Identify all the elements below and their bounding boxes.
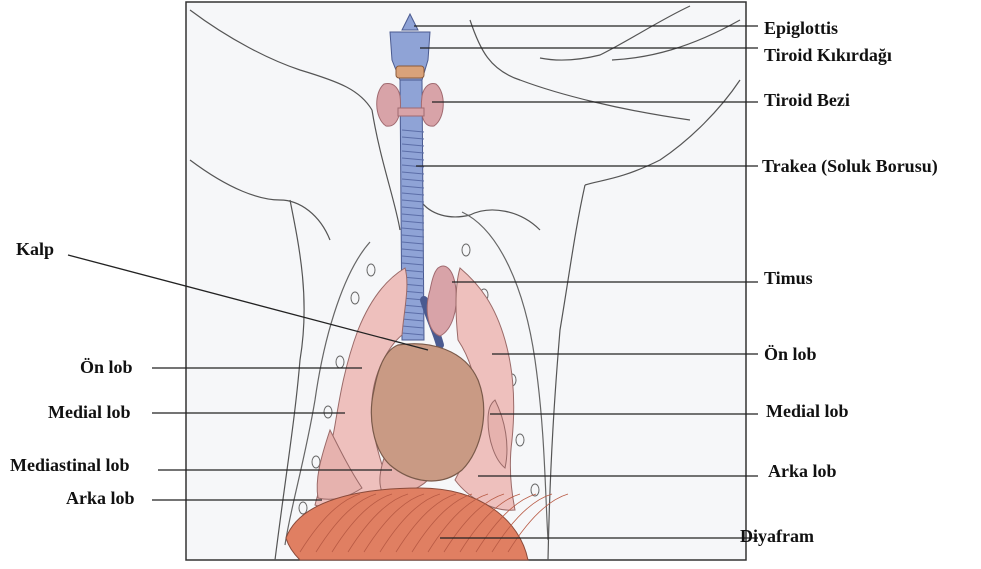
label-medial-lob-left: Medial lob	[48, 402, 131, 422]
label-medial-lob-right: Medial lob	[766, 401, 849, 421]
label-mediastinal-lob: Mediastinal lob	[10, 455, 130, 475]
label-diyafram: Diyafram	[740, 526, 814, 546]
label-on-lob-left: Ön lob	[80, 357, 133, 377]
label-on-lob-right: Ön lob	[764, 344, 817, 364]
label-arka-lob-right: Arka lob	[768, 461, 837, 481]
label-timus: Timus	[764, 268, 813, 288]
label-kalp: Kalp	[16, 239, 54, 259]
label-epiglottis: Epiglottis	[764, 18, 838, 38]
label-arka-lob-left: Arka lob	[66, 488, 135, 508]
label-tiroid-bezi: Tiroid Bezi	[764, 90, 850, 110]
label-tiroid-kikirdagi: Tiroid Kıkırdağı	[764, 45, 892, 65]
heart	[371, 344, 483, 481]
label-trakea: Trakea (Soluk Borusu)	[762, 156, 938, 176]
